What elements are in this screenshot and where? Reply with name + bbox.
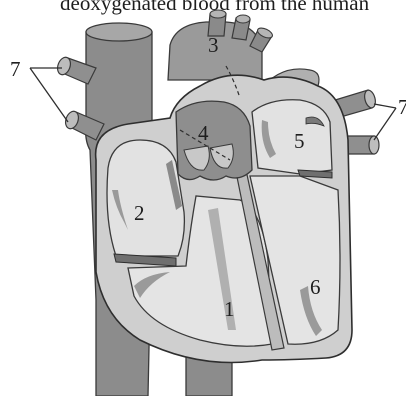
label-5: 5 [294,129,305,153]
leader-lines-7-left [30,68,68,122]
valve-region [176,101,252,180]
aortic-branch-1-opening [210,10,226,18]
label-6: 6 [310,275,321,299]
label-7-right: 7 [398,95,406,119]
label-4: 4 [198,121,209,145]
label-2: 2 [134,201,145,225]
leader-lines-7-right [374,104,396,140]
pulmonary-vein-right-lower-opening [369,136,379,154]
label-1: 1 [224,297,235,321]
label-7-left: 7 [10,57,21,81]
vena-cava-opening [86,23,152,41]
aortic-branch-2-opening [236,15,250,23]
label-3: 3 [208,33,219,57]
